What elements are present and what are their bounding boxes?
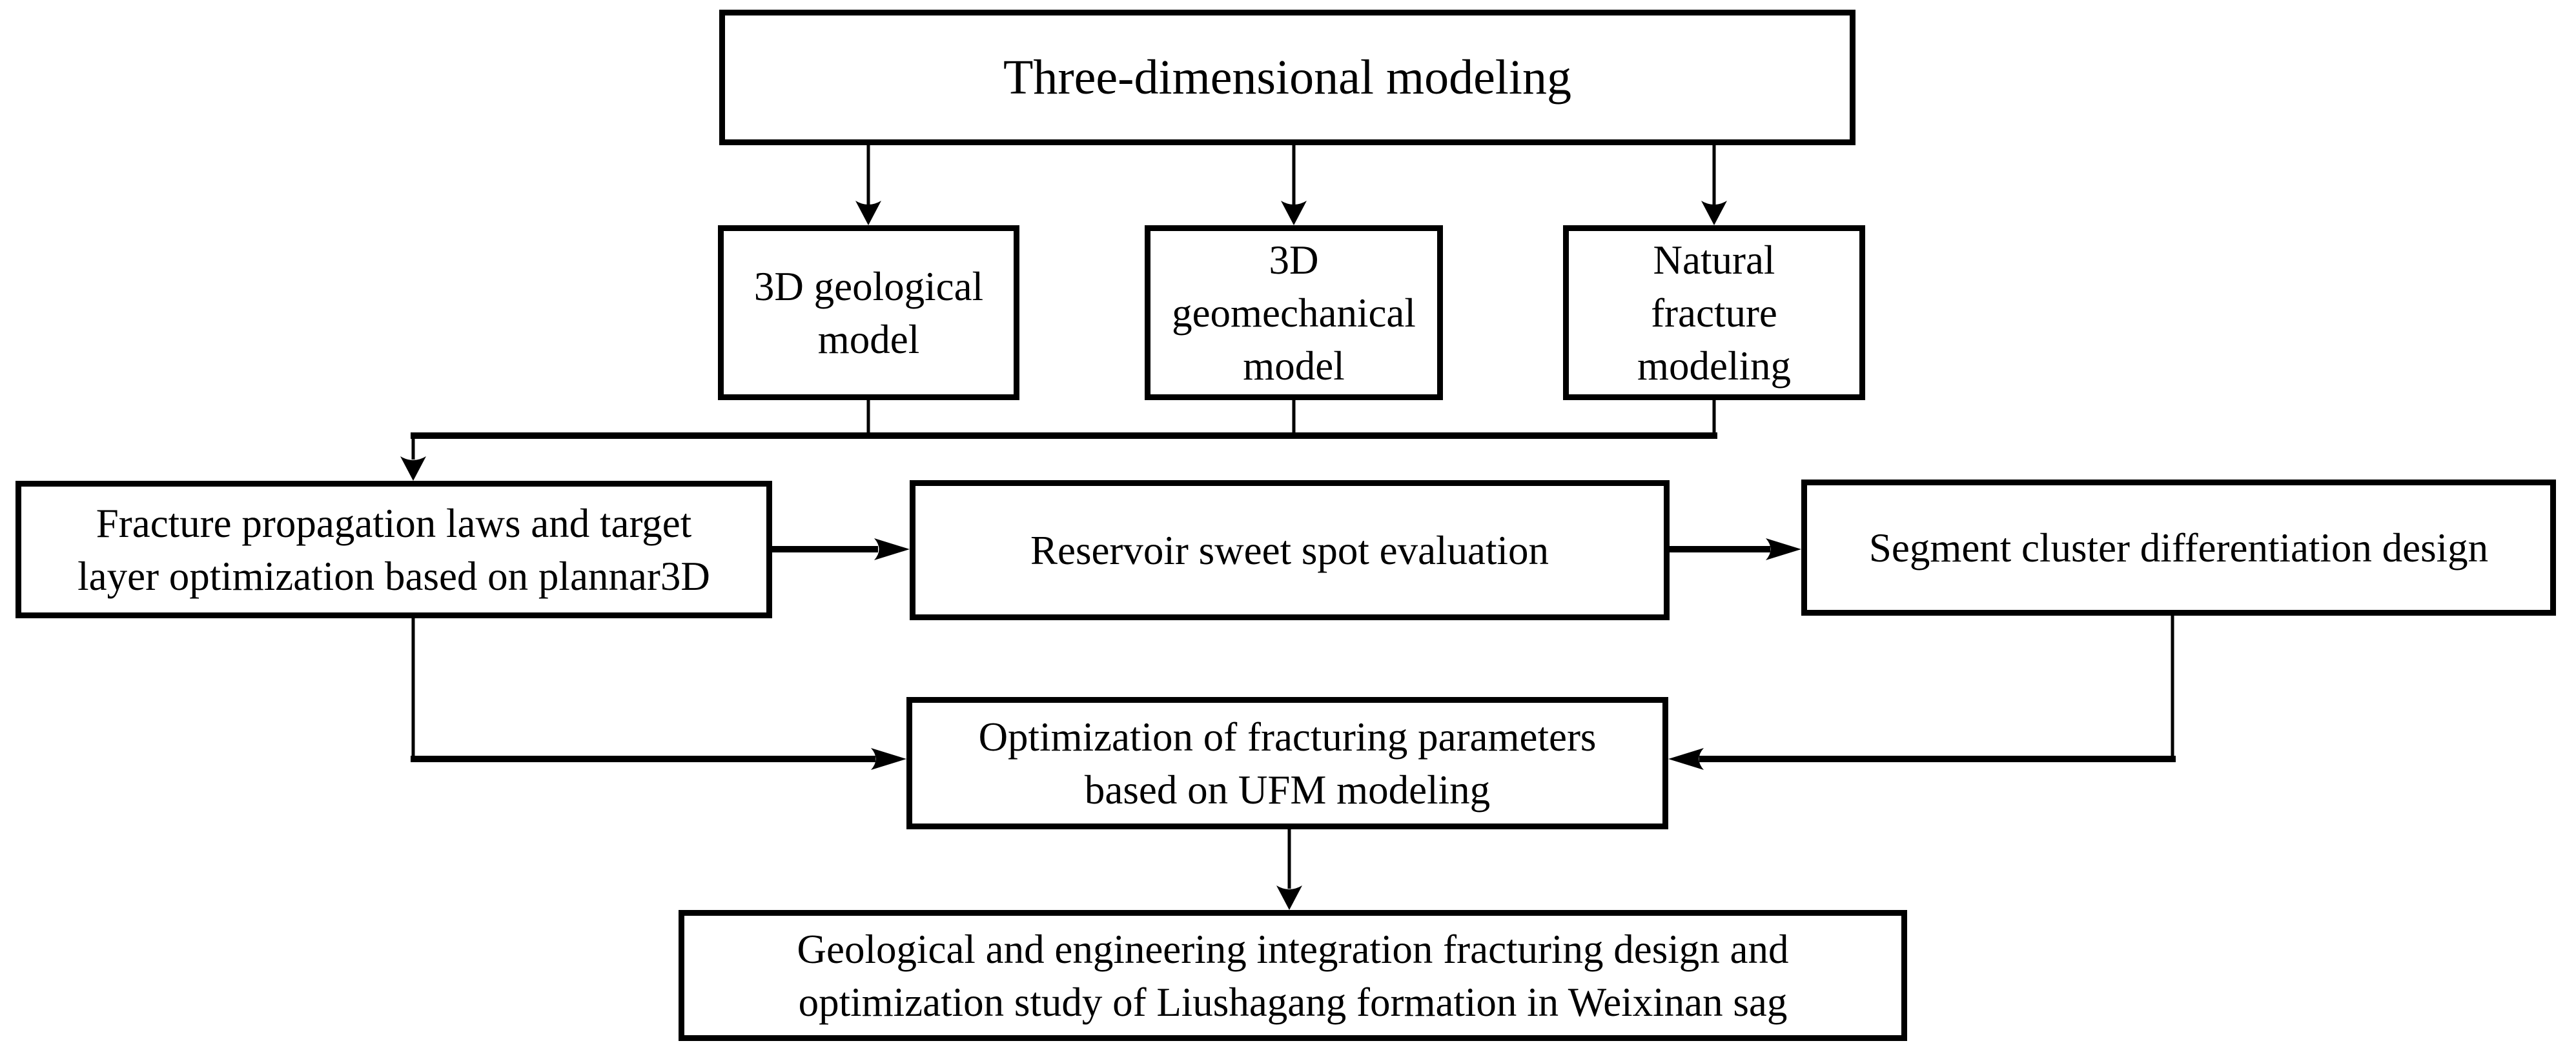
- box-fracture-propagation: Fracture propagation laws and target lay…: [15, 481, 772, 618]
- arrowhead-down-geomechanical: [1281, 201, 1307, 225]
- box-reservoir-sweet-spot: Reservoir sweet spot evaluation: [910, 480, 1670, 620]
- arrowhead-down-final: [1276, 885, 1302, 910]
- arrowhead-down-geological: [855, 201, 881, 225]
- box-three-dimensional-modeling: Three-dimensional modeling: [719, 10, 1855, 145]
- box-final-integration-label: Geological and engineering integration f…: [797, 926, 1789, 1025]
- box-3d-geological-model-label: 3D geological model: [753, 263, 984, 362]
- box-final-integration: Geological and engineering integration f…: [679, 910, 1907, 1041]
- arrowhead-right-segment: [1766, 538, 1801, 560]
- arrowhead-down-fracture-propagation: [400, 456, 426, 481]
- box-ufm-optimization: Optimization of fracturing parameters ba…: [906, 697, 1668, 829]
- box-segment-cluster-label: Segment cluster differentiation design: [1868, 525, 2489, 571]
- box-3d-geological-model: 3D geological model: [718, 225, 1019, 400]
- box-reservoir-sweet-spot-label: Reservoir sweet spot evaluation: [1030, 527, 1549, 573]
- arrowhead-right-ufm: [871, 748, 906, 770]
- arrowhead-right-reservoir: [874, 538, 910, 560]
- box-natural-fracture-modeling-label: Natural fracture modeling: [1637, 237, 1791, 389]
- box-3d-geomechanical-model-label: 3D geomechanical model: [1172, 237, 1416, 389]
- box-three-dimensional-modeling-label: Three-dimensional modeling: [1003, 50, 1572, 105]
- box-segment-cluster: Segment cluster differentiation design: [1801, 480, 2556, 616]
- box-natural-fracture-modeling: Natural fracture modeling: [1563, 225, 1865, 400]
- box-fracture-propagation-label: Fracture propagation laws and target lay…: [77, 500, 710, 599]
- box-3d-geomechanical-model: 3D geomechanical model: [1145, 225, 1443, 400]
- arrowhead-left-ufm: [1668, 748, 1704, 770]
- box-ufm-optimization-label: Optimization of fracturing parameters ba…: [978, 714, 1597, 813]
- arrowhead-down-natural-fracture: [1701, 201, 1727, 225]
